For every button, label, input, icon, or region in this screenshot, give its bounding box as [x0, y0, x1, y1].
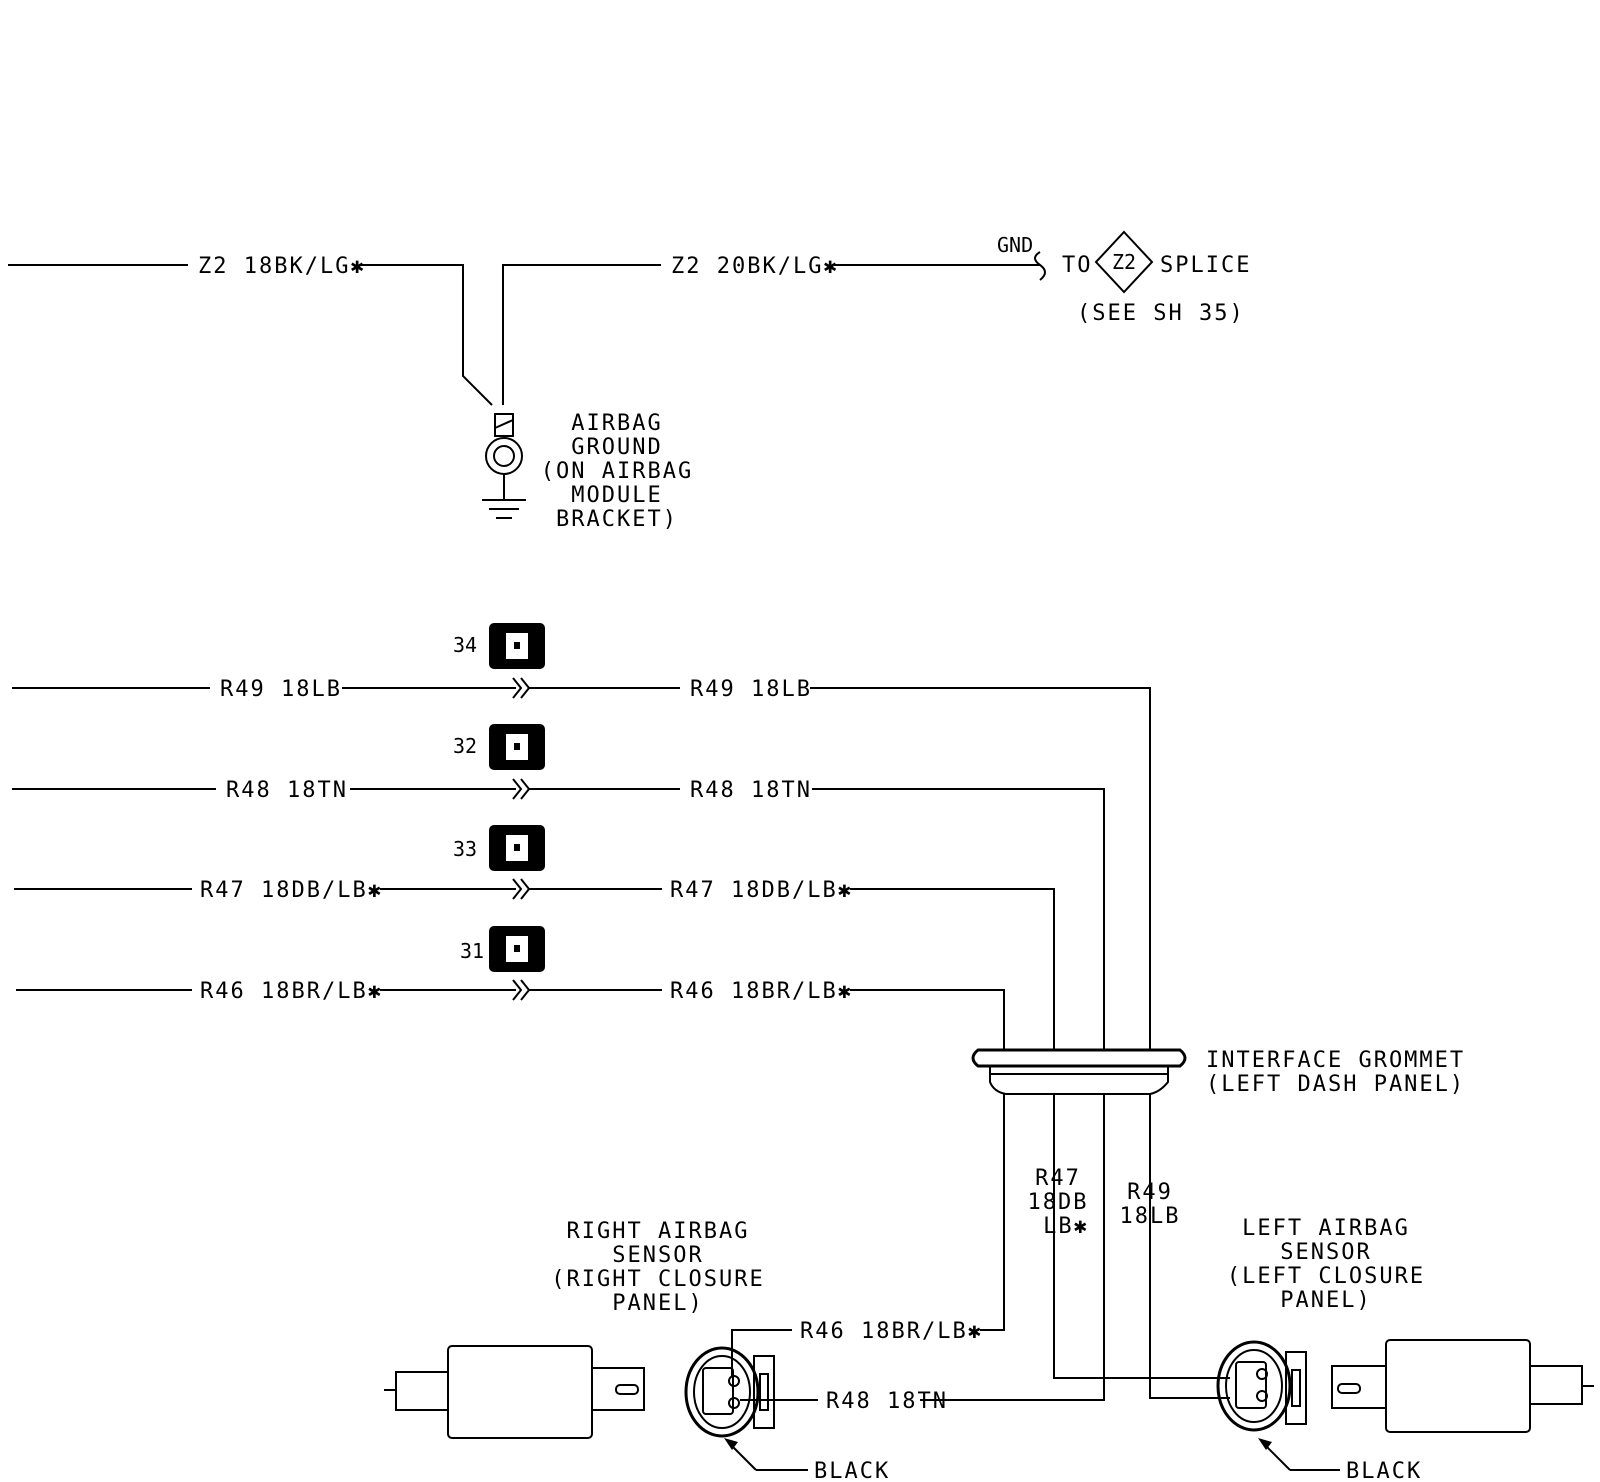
circuit-r49: 34 R49 18LB R49 18LB [12, 623, 1151, 1050]
splice-diamond [1094, 230, 1154, 294]
connector-number: 31 [460, 939, 484, 963]
svg-text:18LB: 18LB [1120, 1204, 1181, 1229]
inline-connector-icon [489, 724, 545, 770]
ground-wire-right-label: Z2 20BK/LG✱ [671, 254, 839, 279]
right-sensor-wire-top: R46 18BR/LB✱ [800, 1319, 983, 1344]
left-connector-callout [1258, 1438, 1340, 1471]
ground-eyelet-icon [482, 413, 526, 519]
airbag-ground-label: AIRBAG GROUND (ON AIRBAG MODULE BRACKET) [541, 411, 693, 532]
wire-label-right: R49 18LB [690, 677, 812, 702]
connector-number: 33 [453, 837, 477, 861]
wire-label-right: R47 18DB/LB✱ [670, 878, 853, 903]
svg-text:INTERFACE GROMMET: INTERFACE GROMMET [1206, 1048, 1465, 1073]
right-connector-color: BLACK [814, 1459, 890, 1482]
svg-text:(LEFT DASH PANEL): (LEFT DASH PANEL) [1206, 1072, 1465, 1097]
svg-text:LB✱: LB✱ [1043, 1214, 1089, 1239]
svg-text:PANEL): PANEL) [612, 1291, 703, 1316]
right-sensor-connector-icon [684, 1346, 775, 1438]
r48-drop-wire [962, 1094, 1105, 1401]
ground-wire-left-label: Z2 18BK/LG✱ [198, 254, 366, 279]
inline-connector-icon [489, 623, 545, 669]
svg-text:MODULE: MODULE [571, 483, 662, 508]
svg-text:RIGHT AIRBAG: RIGHT AIRBAG [567, 1219, 750, 1244]
circuit-r47: 33 R47 18DB/LB✱ R47 18DB/LB✱ [14, 825, 1055, 1050]
circuit-r46: 31 R46 18BR/LB✱ R46 18BR/LB✱ [16, 926, 1005, 1050]
wire-break-symbol [1034, 251, 1046, 281]
right-airbag-sensor-icon [384, 1345, 645, 1439]
svg-text:SENSOR: SENSOR [612, 1243, 703, 1268]
inline-connector-icon [489, 926, 545, 972]
wire-label-right: R48 18TN [690, 778, 812, 803]
left-connector-color: BLACK [1346, 1459, 1422, 1482]
svg-text:R49: R49 [1127, 1180, 1173, 1205]
svg-text:(ON AIRBAG: (ON AIRBAG [541, 459, 693, 484]
wire-label-left: R48 18TN [226, 778, 348, 803]
wire-label-right: R46 18BR/LB✱ [670, 979, 853, 1004]
right-connector-callout [724, 1438, 808, 1471]
svg-text:LEFT AIRBAG: LEFT AIRBAG [1242, 1216, 1410, 1241]
wire-label-left: R47 18DB/LB✱ [200, 878, 383, 903]
left-sensor-title: LEFT AIRBAG SENSOR (LEFT CLOSURE PANEL) [1227, 1216, 1425, 1313]
r47-drop-label: R47 18DB LB✱ [1028, 1166, 1089, 1239]
r49-drop-label: R49 18LB [1120, 1180, 1181, 1229]
see-sheet-label: (SEE SH 35) [1077, 301, 1245, 326]
interface-grommet [971, 1048, 1187, 1095]
r47-drop-wire [1053, 1094, 1230, 1379]
left-airbag-sensor-icon [1331, 1339, 1594, 1433]
svg-text:AIRBAG: AIRBAG [571, 411, 662, 436]
svg-text:R47: R47 [1035, 1166, 1081, 1191]
svg-text:SENSOR: SENSOR [1280, 1240, 1371, 1265]
svg-text:18DB: 18DB [1028, 1190, 1089, 1215]
wire-label-left: R49 18LB [220, 677, 342, 702]
inline-connector-icon [489, 825, 545, 871]
r46-drop-wire [980, 1094, 1005, 1331]
svg-text:GROUND: GROUND [571, 435, 662, 460]
svg-text:BRACKET): BRACKET) [556, 507, 678, 532]
right-sensor-r46-lead [731, 1329, 792, 1376]
left-sensor-connector-icon [1216, 1340, 1307, 1432]
circuit-r48: 32 R48 18TN R48 18TN [12, 724, 1105, 1050]
to-label: TO [1062, 253, 1093, 278]
svg-text:(LEFT CLOSURE: (LEFT CLOSURE [1227, 1264, 1425, 1289]
svg-text:PANEL): PANEL) [1280, 1288, 1371, 1313]
connector-number: 32 [453, 734, 477, 758]
splice-code: Z2 [1112, 250, 1136, 274]
connector-number: 34 [453, 633, 477, 657]
grommet-label: INTERFACE GROMMET (LEFT DASH PANEL) [1206, 1048, 1465, 1097]
right-sensor-title: RIGHT AIRBAG SENSOR (RIGHT CLOSURE PANEL… [551, 1219, 764, 1316]
wire-label-left: R46 18BR/LB✱ [200, 979, 383, 1004]
splice-label: SPLICE [1160, 253, 1251, 278]
ground-circuit: Z2 18BK/LG✱ Z2 20BK/LG✱ GND TO Z2 SPLICE… [8, 230, 1251, 532]
svg-text:(RIGHT CLOSURE: (RIGHT CLOSURE [551, 1267, 764, 1292]
r49-drop-wire [1149, 1094, 1230, 1399]
right-sensor-wire-bottom: R48 18TN [826, 1389, 948, 1414]
gnd-label: GND [997, 233, 1033, 257]
